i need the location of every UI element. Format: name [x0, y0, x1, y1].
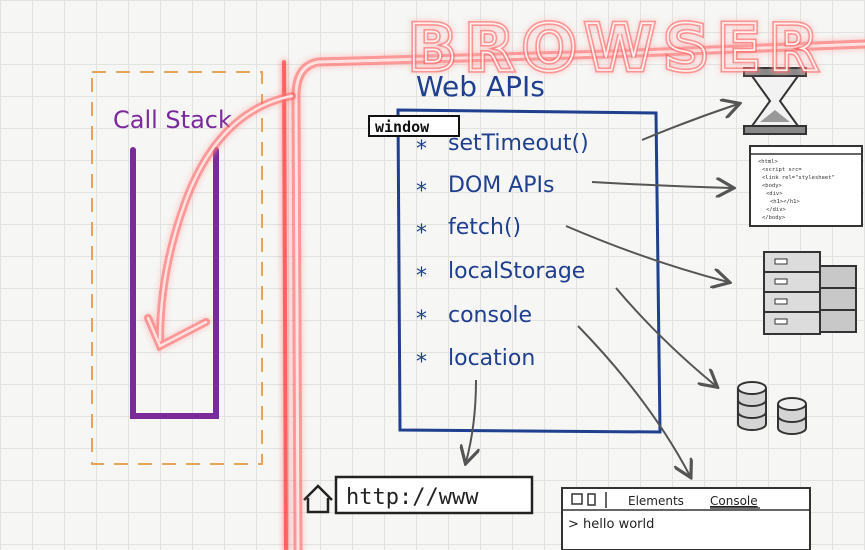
code-line: <html>: [758, 159, 779, 165]
devtools-tab-elements: Elements: [628, 494, 684, 508]
browser-title-group: BROWSER BROWSER: [406, 10, 826, 89]
code-line: <script src=: [762, 167, 802, 173]
api-item-location: location: [448, 346, 535, 371]
devtools-console-output: > hello world: [568, 517, 654, 532]
inspect-icon: [571, 493, 583, 505]
browser-title-core: BROWSER: [408, 12, 826, 86]
api-list: * setTimeout() * DOM APIs * fetch() * lo…: [416, 131, 589, 375]
arrow-localstorage-db: [615, 287, 716, 386]
api-bullet: *: [416, 137, 427, 162]
code-line: </div>: [766, 207, 787, 213]
api-bullet: *: [416, 350, 427, 375]
call-stack-title: Call Stack: [113, 106, 232, 134]
api-item-localstorage: localStorage: [448, 259, 585, 284]
code-line: <link rel="stylesheet": [762, 175, 835, 181]
api-item-fetch: fetch(): [448, 215, 521, 240]
call-stack-region: [91, 71, 263, 465]
call-stack-container: [130, 147, 219, 419]
devtools-panel: Elements Console > hello world: [561, 487, 811, 550]
arrow-dom-code: [591, 182, 732, 188]
arrow-location-address: [466, 379, 476, 462]
arrow-fetch-server: [565, 225, 728, 282]
neon-arrow-to-call-stack: [144, 92, 296, 352]
address-bar: http://www: [303, 475, 534, 515]
api-arrows: [466, 104, 738, 476]
arrow-settimeout-timer: [641, 104, 738, 141]
web-apis-box: [396, 108, 662, 434]
window-tag-box: [368, 115, 460, 137]
api-bullet: *: [416, 179, 427, 204]
devtools-tab-console: Console: [710, 494, 758, 508]
code-line: <h1></h1>: [770, 199, 800, 205]
api-item-settimeout: setTimeout(): [448, 131, 589, 156]
browser-boundary: [282, 39, 865, 550]
code-line: </body>: [762, 215, 786, 221]
code-snippet-card: <html> <script src= <link rel="styleshee…: [749, 145, 863, 227]
address-url: http://www: [346, 485, 479, 510]
api-bullet: *: [416, 221, 427, 246]
hourglass-icon: [743, 67, 807, 135]
code-line: <body>: [762, 183, 783, 189]
server-icon: [763, 251, 857, 335]
code-line: <div>: [766, 191, 783, 197]
api-item-console: console: [448, 303, 532, 328]
window-tag: window: [375, 118, 430, 136]
browser-title: BROWSER: [408, 12, 826, 86]
device-icon: [587, 493, 596, 506]
api-bullet: *: [416, 264, 427, 289]
api-item-dom-apis: DOM APIs: [448, 173, 555, 198]
home-icon: [303, 484, 333, 514]
web-apis-title: Web APIs: [416, 70, 545, 103]
database-icon: [737, 381, 807, 435]
arrow-console-devtools: [577, 325, 690, 476]
api-bullet: *: [416, 307, 427, 332]
